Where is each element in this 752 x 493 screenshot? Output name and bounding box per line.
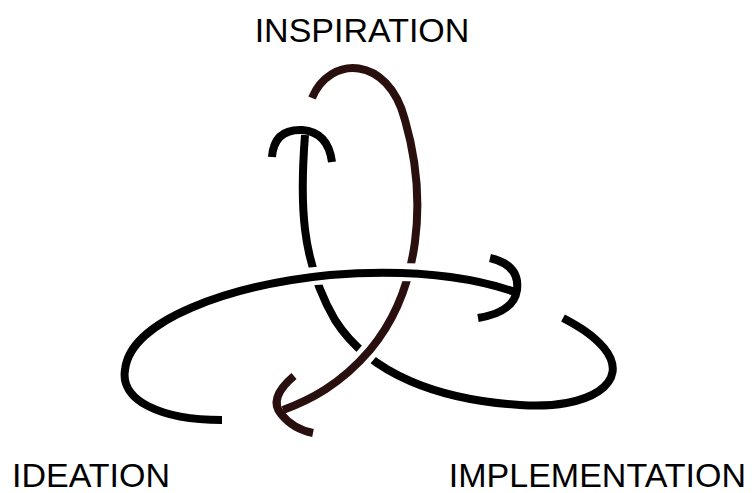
knot-strand [283,68,417,410]
arrow-head [272,130,332,162]
arrow-head [277,376,313,433]
stage-label: IDEATION [12,458,170,492]
stage-label: IMPLEMENTATION [449,458,746,492]
knot-strand [125,273,515,420]
stage-label: INSPIRATION [255,13,470,47]
arrow-head [478,258,517,318]
